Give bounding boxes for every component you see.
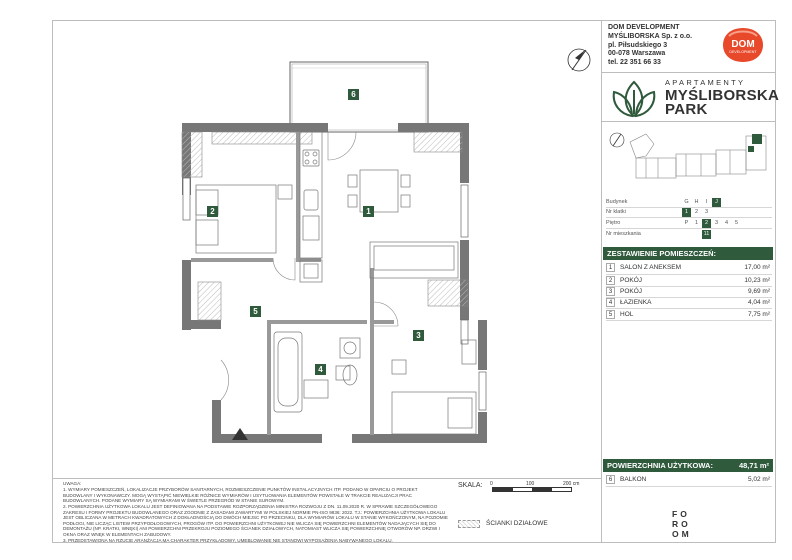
- notes-line-1: 1. WYMIARY POMIESZCZEŃ, LOKALIZACJE PRZY…: [63, 487, 418, 503]
- notes-line-2: 2. POWIERZCHNIA UŻYTKOWA LOKALU JEST DEF…: [63, 504, 448, 537]
- room-label-4: 4: [315, 364, 326, 375]
- entrance-marker: [232, 428, 248, 440]
- key-plan: [609, 132, 767, 179]
- balcony: [289, 61, 429, 133]
- dom-development-logo: DOM DEVELOPMENT: [723, 28, 763, 62]
- bathroom: [273, 331, 361, 413]
- brand-subtitle: APARTAMENTY: [665, 78, 746, 87]
- developer-info: DOM DEVELOPMENT MYŚLIBORSKA Sp. z o.o. p…: [608, 24, 692, 68]
- brand-name: MYŚLIBORSKA PARK: [665, 87, 780, 118]
- room-label-2: 2: [207, 206, 218, 217]
- developer-name: DOM DEVELOPMENT: [608, 24, 680, 31]
- room-label-5: 5: [250, 306, 261, 317]
- rooms-summary-header: ZESTAWIENIE POMIESZCZEŃ:: [603, 247, 773, 260]
- dining-table: [347, 169, 411, 213]
- kitchen: [299, 131, 323, 283]
- dom-logo-subtext: DEVELOPMENT: [729, 50, 757, 54]
- room-row-5: 5 HOL 7,75 m²: [606, 310, 772, 320]
- notes-title: UWAGA:: [63, 481, 82, 486]
- selection-row-building: Budynek G H I J: [606, 197, 772, 207]
- selection-row-floor: Piętro P 1 2 3 4 5: [606, 219, 739, 228]
- scale-tick-200: 200 cm: [563, 481, 580, 487]
- sofa: [369, 241, 459, 279]
- brand-divider: [601, 121, 776, 122]
- foroom-logo: FO RO OM: [672, 509, 692, 539]
- usable-area-value: 48,71 m²: [738, 461, 769, 470]
- doors: [220, 131, 399, 401]
- bed-room-2: [195, 184, 293, 254]
- panel-divider: [601, 20, 602, 543]
- compass-small-icon: [609, 132, 625, 148]
- floor-plan: [181, 48, 591, 443]
- room-row-2: 2 POKÓJ 10,23 m²: [606, 276, 772, 286]
- room-row-3: 3 POKÓJ 9,69 m²: [606, 287, 772, 297]
- scale-tick-0: 0: [490, 481, 493, 487]
- notes-divider: [52, 478, 601, 479]
- developer-city: 00-078 Warszawa: [608, 50, 666, 58]
- notes: UWAGA: 1. WYMIARY POMIESZCZEŃ, LOKALIZAC…: [63, 481, 448, 544]
- developer-company: MYŚLIBORSKA Sp. z o.o.: [608, 32, 693, 40]
- developer-street: pl. Piłsudskiego 3: [608, 41, 668, 49]
- document-frame: [52, 20, 776, 543]
- usable-area-header: POWIERZCHNIA UŻYTKOWA: 48,71 m²: [603, 459, 773, 472]
- balcony-row: 6 BALKON 5,02 m²: [606, 475, 772, 485]
- structural-columns: [181, 131, 469, 321]
- room-label-1: 1: [363, 206, 374, 217]
- brand-leaf-icon: [612, 80, 656, 118]
- selection-row-apartment: Nr mieszkania 11: [606, 230, 711, 239]
- room-label-6: 6: [348, 89, 359, 100]
- scale-label: SKALA:: [458, 482, 483, 489]
- header-divider: [601, 72, 776, 73]
- bed-room-3: [391, 339, 477, 435]
- compass-icon: [567, 48, 591, 72]
- key-plan-highlight: [752, 134, 762, 144]
- partition-legend-swatch: [458, 520, 480, 528]
- developer-phone: tel. 22 351 66 33: [608, 59, 661, 67]
- notes-line-3: 3. PRZEDSTAWIONA NA RZUCIE ARANŻACJA MA …: [63, 537, 393, 543]
- selection-row-staircase: Nr klatki 1 2 3: [606, 208, 709, 217]
- scale-tick-100: 100: [526, 481, 535, 487]
- partition-walls: [191, 132, 394, 435]
- room-row-1: 1 SALON Z ANEKSEM 17,00 m²: [606, 263, 772, 273]
- scale-bar: [492, 487, 572, 492]
- dom-logo-text: DOM: [731, 39, 754, 50]
- room-label-3: 3: [413, 330, 424, 341]
- windows: [182, 177, 487, 411]
- room-row-4: 4 ŁAZIENKA 4,04 m²: [606, 298, 772, 308]
- partition-legend-label: ŚCIANKI DZIAŁOWE: [486, 520, 548, 527]
